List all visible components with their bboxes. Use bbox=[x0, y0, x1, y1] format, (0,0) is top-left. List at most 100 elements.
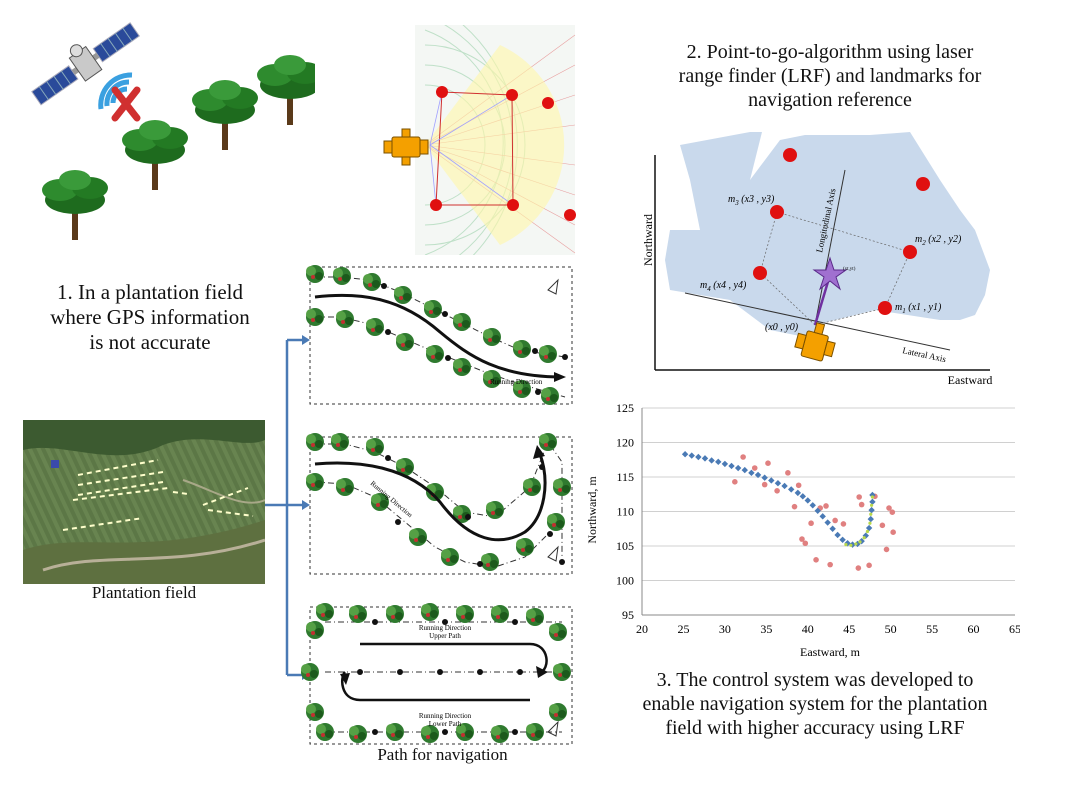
longitudinal-axis-line bbox=[814, 169, 846, 326]
chart-point-trajectory bbox=[761, 474, 768, 481]
step2-line: range finder (LRF) and landmarks for bbox=[678, 65, 982, 87]
chart-x-tick-label: 60 bbox=[968, 622, 980, 636]
plantation-field-photo bbox=[23, 420, 265, 584]
plantation-field-caption: Plantation field bbox=[91, 583, 197, 602]
chart-point-reference bbox=[858, 540, 862, 544]
chart-point-landmark bbox=[808, 520, 814, 527]
path-panel-2: Running Direction bbox=[306, 433, 573, 575]
chart-y-tick-label: 120 bbox=[616, 436, 634, 450]
chart-point-landmark bbox=[827, 561, 833, 568]
chart-point-reference bbox=[854, 542, 858, 546]
step3-caption: 3. The control system was developed to e… bbox=[600, 668, 1030, 740]
chart-point-trajectory bbox=[721, 460, 729, 468]
chart-point-trajectory bbox=[741, 466, 748, 474]
chart-y-tick-label: 105 bbox=[616, 539, 634, 553]
landmark-m1-label: m1 (x1 , y1) bbox=[895, 302, 942, 315]
chart-point-landmark bbox=[855, 565, 862, 571]
path-panel-1: Running Direction bbox=[306, 265, 573, 405]
chart-point-landmark bbox=[889, 509, 896, 515]
tree-icon bbox=[42, 170, 108, 240]
chart-x-tick-label: 50 bbox=[885, 622, 897, 636]
step2-caption: 2. Point-to-go-algorithm using laser ran… bbox=[620, 40, 1040, 112]
no-signal-icon bbox=[98, 72, 141, 122]
vehicle-icon bbox=[794, 322, 836, 362]
tree-icon bbox=[257, 55, 315, 125]
chart-x-tick-label: 45 bbox=[843, 622, 855, 636]
running-direction-label: Running Direction bbox=[419, 712, 472, 720]
chart-point-trajectory bbox=[799, 493, 807, 500]
chart-point-trajectory bbox=[768, 477, 775, 484]
running-direction-label: Running Direction bbox=[490, 378, 543, 386]
chart-x-tick-label: 25 bbox=[677, 622, 689, 636]
origin-label: (x0 , y0) bbox=[765, 322, 799, 333]
chart-point-landmark bbox=[765, 460, 771, 466]
chart-point-landmark bbox=[832, 517, 838, 524]
chart-x-tick-label: 65 bbox=[1009, 622, 1020, 636]
chart-point-trajectory bbox=[844, 540, 851, 547]
step1-line: 1. In a plantation field bbox=[56, 280, 244, 304]
lateral-axis-line bbox=[684, 292, 951, 351]
landmark-marker bbox=[783, 148, 797, 162]
chart-point-landmark bbox=[858, 501, 865, 508]
step1-line: where GPS information bbox=[50, 305, 250, 330]
chart-point-landmark bbox=[751, 465, 758, 471]
tree-icon bbox=[192, 80, 258, 150]
chart-point-reference bbox=[849, 543, 853, 547]
step3-line: field with higher accuracy using LRF bbox=[665, 717, 965, 739]
chart-point-trajectory bbox=[829, 525, 836, 532]
lrf-landmark-diagram: Northward Eastward Lateral Axis Longitud… bbox=[641, 132, 993, 387]
chart-x-tick-label: 35 bbox=[760, 622, 772, 636]
chart-point-landmark bbox=[774, 488, 780, 494]
chart-point-reference bbox=[870, 503, 874, 507]
chart-point-landmark bbox=[802, 540, 809, 547]
chart-point-landmark bbox=[840, 521, 847, 527]
step1-line: is not accurate bbox=[89, 330, 211, 355]
landmark-marker bbox=[916, 177, 930, 191]
chart-x-axis-label: Eastward, m bbox=[800, 645, 861, 659]
tree-icon bbox=[122, 120, 188, 190]
chart-x-tick-label: 40 bbox=[802, 622, 814, 636]
landmark-m4-marker bbox=[753, 266, 767, 280]
running-direction-label: Running Direction bbox=[419, 624, 472, 632]
satellite-icon bbox=[31, 22, 141, 106]
chart-y-tick-label: 125 bbox=[616, 401, 634, 415]
target-star-icon bbox=[812, 256, 848, 291]
landmark-m4-label: m4 (x4 , y4) bbox=[700, 280, 747, 293]
landmark-m2-marker bbox=[903, 245, 917, 259]
vehicle-icon bbox=[383, 128, 429, 166]
chart-point-reference bbox=[869, 512, 873, 516]
chart-y-tick-label: 95 bbox=[622, 608, 634, 622]
step3-line: 3. The control system was developed to bbox=[656, 669, 974, 691]
path-panel-3: Running Direction Upper Path Running Dir… bbox=[301, 603, 573, 745]
chart-point-landmark bbox=[799, 536, 805, 542]
chart-point-landmark bbox=[890, 529, 896, 535]
chart-point-landmark bbox=[866, 562, 872, 569]
lrf-scan-illustration bbox=[383, 25, 576, 255]
chart-point-landmark bbox=[740, 454, 746, 460]
chart-point-reference bbox=[865, 529, 870, 534]
chart-y-tick-label: 100 bbox=[616, 574, 634, 588]
lower-path-label: Lower Path bbox=[429, 720, 462, 728]
step2-line: navigation reference bbox=[748, 89, 912, 111]
chart-point-trajectory bbox=[748, 469, 755, 477]
upper-path-label: Upper Path bbox=[429, 632, 461, 640]
step1-caption: 1. In a plantation field where GPS infor… bbox=[25, 280, 275, 356]
eastward-label: Eastward bbox=[948, 373, 993, 387]
chart-point-trajectory bbox=[854, 540, 861, 548]
chart-point-reference bbox=[844, 543, 848, 547]
step2-line: 2. Point-to-go-algorithm using laser bbox=[686, 41, 974, 63]
chart-point-landmark bbox=[732, 479, 738, 485]
chart-point-landmark bbox=[883, 546, 890, 553]
path-for-navigation-caption: Path for navigation bbox=[377, 745, 508, 764]
chart-x-tick-label: 20 bbox=[636, 622, 648, 636]
chart-y-axis-label: Northward, m bbox=[585, 476, 599, 544]
chart-point-landmark bbox=[879, 522, 886, 529]
chart-point-trajectory bbox=[781, 482, 788, 490]
chart-point-reference bbox=[862, 536, 866, 540]
chart-point-landmark bbox=[886, 505, 892, 511]
step3-line: enable navigation system for the plantat… bbox=[642, 693, 988, 715]
satellite-trees-illustration bbox=[31, 22, 315, 240]
chart-point-landmark bbox=[856, 494, 862, 500]
target-coord-label: (xt,yt) bbox=[843, 267, 856, 272]
